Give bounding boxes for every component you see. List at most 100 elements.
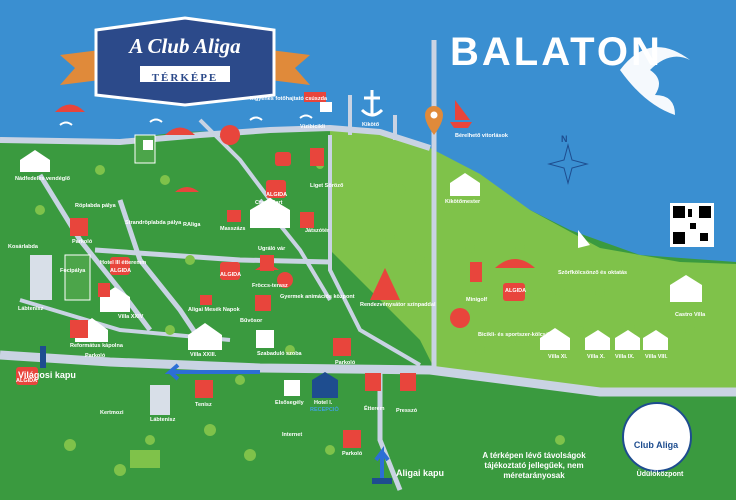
label-elsosegely: Elsősegély	[275, 400, 304, 406]
label-villa-xi: Villa XI.	[548, 354, 568, 360]
label-algida-5: ALGIDA	[16, 378, 38, 384]
scale-note: A térképen lévő távolságok tájékoztató j…	[482, 451, 586, 480]
label-villa-ix: Villa IX.	[615, 354, 635, 360]
label-villa-x: Villa X.	[587, 354, 605, 360]
label-frocs: Fröccs-terasz	[252, 283, 288, 289]
label-kosarlabda: Kosárlabda	[8, 244, 38, 250]
lake-name: BALATON	[450, 30, 663, 74]
label-berelheto: Bérelhető vitorlások	[455, 133, 508, 139]
hotel-i-icon	[312, 372, 338, 398]
label-vilagosi: Világosi kapu	[18, 370, 76, 380]
label-ingyenes: Ingyenes fotőhajtató csúszda	[250, 96, 328, 102]
label-ropi: Röplabda pálya	[75, 203, 116, 209]
label-villa-xxiv: Villa XXIV	[118, 314, 144, 320]
label-gyermek: Gyermek animációs központ	[280, 294, 355, 300]
logo-name: Club Aliga	[633, 440, 679, 450]
tent-icon	[370, 268, 400, 300]
label-vizibicikli: Vízibicikli	[300, 124, 326, 130]
anchor-icon	[360, 90, 384, 117]
label-aligai-mesek: Aligai Mesék Napok	[188, 307, 240, 313]
label-crazy: Crazy Cart	[255, 200, 283, 206]
label-aligai-kapu: Aligai kapu	[396, 468, 445, 478]
label-minigolf: Minigolf	[466, 297, 488, 303]
club-aliga-logo	[622, 402, 692, 472]
label-etterem: Étterem	[364, 406, 385, 412]
label-hotel-i: Hotel I.	[314, 400, 333, 406]
label-parkolo-3: Parkoló	[335, 360, 356, 366]
label-parkolo-2: Parkoló	[85, 353, 106, 359]
buildings	[20, 150, 702, 350]
label-parkolo-1: Parkoló	[72, 239, 93, 245]
label-kertmozi: Kertmozi	[100, 410, 124, 416]
label-jatszoter: Játszótér	[305, 228, 330, 234]
compass-n: N	[561, 134, 568, 144]
logo-arc-text: Üdülőközpont	[636, 471, 684, 478]
balaton-swoosh-icon	[620, 47, 690, 116]
label-szorf: Szörfkölcsönző és oktatás	[558, 270, 628, 276]
label-labtenisz-2: Lábtenisz	[150, 417, 176, 423]
label-hotel-iii: Hotel III étteremm	[100, 260, 147, 266]
windsurf-icon	[578, 230, 590, 248]
map-subtitle: TÉRKÉPE	[151, 72, 219, 84]
label-rendezveny: Rendezvénysátor színpaddal	[360, 302, 436, 308]
label-internet: Internet	[282, 432, 303, 438]
wave-marks	[59, 114, 313, 126]
qr-code	[670, 203, 714, 247]
algida-icons	[16, 152, 525, 385]
location-pin-dot	[430, 111, 438, 119]
football-pitch	[64, 254, 91, 301]
label-presszo: Presszó	[396, 408, 418, 414]
label-parkolo-4: Parkoló	[342, 451, 363, 457]
garden-cinema	[130, 450, 160, 468]
compass-icon	[547, 143, 589, 185]
parking-icons	[70, 218, 361, 448]
label-kikotomester: Kikötőmester	[445, 199, 481, 205]
label-masszazs: Masszázs	[220, 226, 246, 232]
label-tenisz: Tenisz	[195, 402, 212, 408]
shore-path	[0, 124, 431, 151]
location-pin-icon	[425, 106, 443, 135]
label-bicikli: Bicikli- és sportszer-kölcsönző	[478, 332, 559, 338]
road-e	[328, 135, 422, 367]
tennis-court	[150, 385, 170, 415]
arrow-west	[164, 363, 260, 381]
label-buvosor: Bűvösor	[240, 318, 263, 324]
road-c	[94, 247, 331, 265]
label-recepcio: RECEPCIÓ	[310, 407, 339, 413]
basketball-court	[30, 255, 52, 300]
road-b	[117, 199, 203, 342]
label-aliga: RAliga	[183, 222, 201, 228]
label-villa-xxiii: Villa XXIII.	[190, 352, 217, 358]
land-south	[0, 372, 736, 500]
label-strand: Strandröplabda pálya	[125, 220, 182, 226]
activity-icons	[98, 92, 482, 398]
label-algida-4: ALGIDA	[110, 268, 132, 274]
label-reformatus: Református kápolna	[70, 343, 123, 349]
label-labtenisz-1: Lábtenisz	[18, 306, 44, 312]
road-i	[198, 118, 272, 202]
label-ugralo: Ugráló vár	[258, 246, 286, 252]
title-block: A Club Aliga TÉRKÉPE	[96, 22, 274, 100]
label-castro: Castro Villa	[675, 312, 706, 318]
label-kikoto: Kikötő	[362, 122, 380, 128]
label-villa-viii: Villa VIII.	[645, 354, 668, 360]
label-focipalya: Focipálya	[60, 268, 86, 274]
label-szabadulo: Szabaduló szoba	[257, 351, 302, 357]
label-algida-1: ALGIDA	[505, 288, 527, 294]
label-liget: Liget Söröző	[310, 183, 344, 189]
road-a	[37, 173, 152, 332]
south-gate-icon	[372, 478, 392, 484]
label-algida-3: ALGIDA	[220, 272, 242, 278]
arrow-north	[374, 446, 390, 478]
west-gate-icon	[40, 346, 46, 368]
white-icons	[143, 102, 332, 396]
sailboat-icon	[450, 100, 472, 128]
label-algida-2: ALGIDA	[266, 192, 288, 198]
map-title: A Club Aliga	[129, 34, 241, 58]
title-badge	[60, 16, 310, 107]
label-nadfedeles: Nádfedeles vendéglő	[15, 176, 71, 182]
road-h	[377, 370, 403, 491]
main-road	[0, 350, 736, 397]
